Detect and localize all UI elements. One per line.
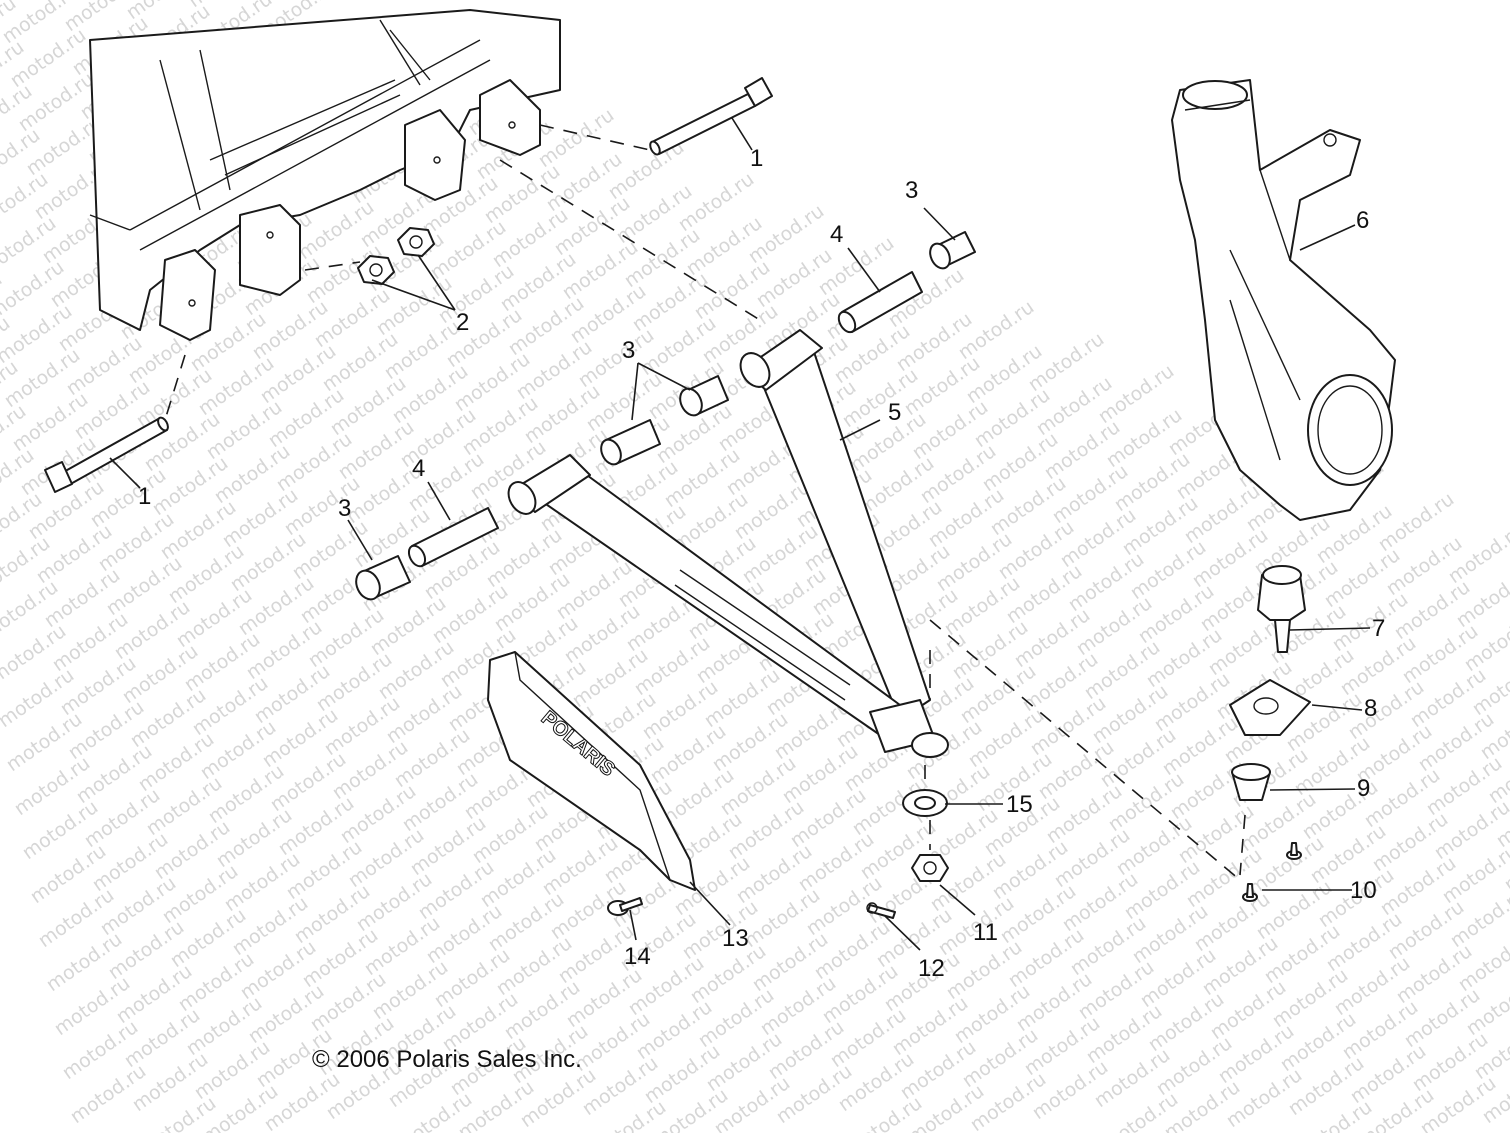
bolt-lower [44,416,169,493]
callout-6: 6 [1356,207,1369,234]
callout-7: 7 [1372,615,1385,642]
callout-12: 12 [918,955,945,982]
ball-joint [1257,565,1306,653]
callout-11: 11 [973,919,998,946]
screws [1242,842,1302,902]
callout-5: 5 [888,399,901,426]
callout-8: 8 [1364,695,1377,722]
callout-3-upper: 3 [905,177,918,204]
a-arm [507,329,949,758]
callout-2: 2 [456,309,469,336]
washer [902,789,948,817]
retainer-plate [1229,679,1311,736]
boot [1231,763,1271,801]
callout-4-lower: 4 [412,455,425,482]
frame [89,9,561,341]
callout-10: 10 [1350,877,1377,904]
callout-3-lower: 3 [338,495,351,522]
callout-1-lower: 1 [138,483,151,510]
callout-3-middle: 3 [622,337,635,364]
copyright-notice: © 2006 Polaris Sales Inc. [312,1046,582,1073]
callout-13: 13 [722,925,749,952]
callout-9: 9 [1357,775,1370,802]
skid-bolt [607,897,643,916]
middle-bushings [600,375,729,466]
nut-pair [357,227,435,285]
castle-nut [911,854,949,882]
callout-15: 15 [1006,791,1033,818]
cotter-pin [866,902,896,919]
skid-plate: POLARIS [487,651,696,891]
assembly-lines [164,124,1246,881]
callout-1-upper: 1 [750,145,763,172]
callouts: 1 1 2 3 3 3 4 4 5 6 7 8 9 10 11 12 13 14… [138,145,1385,982]
steering-knuckle [1171,79,1396,521]
bolt-upper [649,77,773,156]
leader-lines [109,117,1371,951]
callout-14: 14 [624,943,651,970]
lower-bushings [355,507,499,601]
upper-bushings [837,231,976,334]
callout-4-upper: 4 [830,221,843,248]
